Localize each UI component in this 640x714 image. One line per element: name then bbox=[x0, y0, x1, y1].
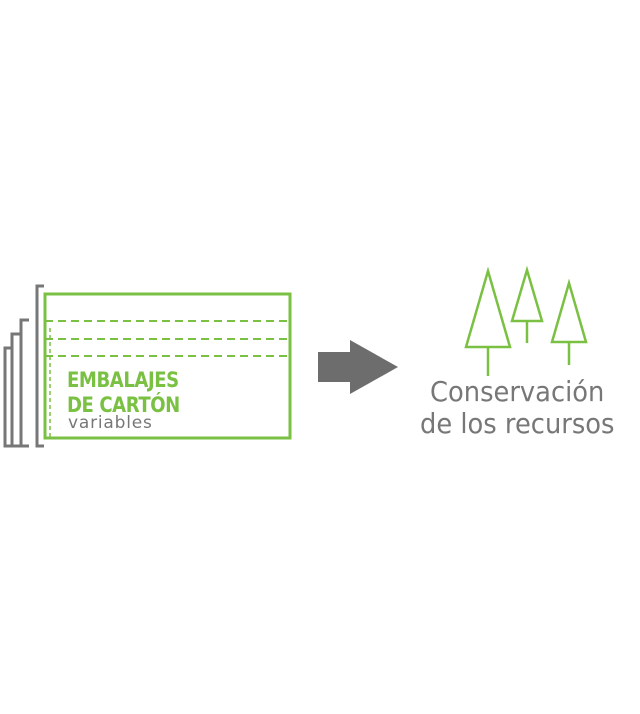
tree-icon bbox=[550, 278, 588, 365]
tree-icon bbox=[464, 266, 512, 376]
box-subtitle: variables bbox=[68, 413, 153, 433]
trees-icon bbox=[464, 265, 588, 376]
cardboard-box-icon bbox=[43, 292, 292, 440]
sheet-outline bbox=[19, 318, 29, 448]
sheet-outline bbox=[10, 332, 20, 448]
right-arrow-icon bbox=[318, 340, 398, 394]
box-outline bbox=[43, 292, 292, 440]
sheet-outline bbox=[35, 284, 44, 448]
sheet-outline bbox=[3, 346, 12, 448]
box-title-line-1: EMBALAJES bbox=[67, 368, 179, 392]
result-label-line-1: Conservación bbox=[430, 375, 605, 408]
cardboard-stack-icon bbox=[3, 284, 44, 448]
box-title-line-2: DE CARTÓN bbox=[67, 393, 180, 417]
tree-icon bbox=[510, 265, 544, 343]
result-label-line-2: de los recursos bbox=[420, 407, 615, 440]
